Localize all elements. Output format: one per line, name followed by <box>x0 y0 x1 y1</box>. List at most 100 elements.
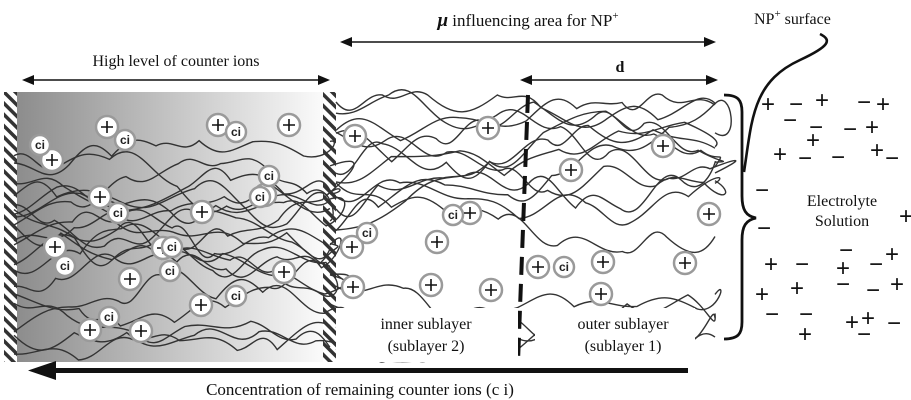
positive-charge-icon <box>475 115 501 141</box>
plus-sign-icon: + <box>890 271 904 298</box>
counter-ion-label: ci <box>60 259 70 273</box>
minus-sign-icon: − <box>798 145 812 172</box>
electrolyte-label-2: Solution <box>815 213 869 230</box>
plus-sign-icon: + <box>870 137 884 164</box>
counter-ion-icon: ci <box>158 259 182 283</box>
minus-sign-icon: − <box>857 321 871 348</box>
left-hatched-wall <box>4 92 17 362</box>
positive-charge-icon <box>588 281 614 307</box>
positive-charge-icon <box>42 234 68 260</box>
plus-sign-icon: + <box>764 251 778 278</box>
plus-sign-icon: + <box>861 305 875 332</box>
concentration-arrow <box>28 361 688 380</box>
polymer-chain <box>13 160 355 229</box>
minus-sign-icon: − <box>799 301 813 328</box>
polymer-chain <box>335 177 721 226</box>
outer-sublayer-label-1: outer sublayer <box>577 316 669 333</box>
polymer-chain <box>13 328 344 351</box>
positive-charge-icon <box>128 318 154 344</box>
positive-charge-icon <box>558 157 584 183</box>
polymer-chain <box>335 91 716 129</box>
counter-ion-icon: ci <box>28 133 52 157</box>
positive-charge-icon <box>696 201 722 227</box>
minus-sign-icon: − <box>843 116 857 143</box>
counter-ion-label: ci <box>167 240 177 254</box>
counter-ion-label: ci <box>104 310 114 324</box>
electrolyte-brace <box>723 93 757 341</box>
polymer-chain <box>13 268 345 333</box>
polymer-chain <box>13 211 331 260</box>
plus-sign-icon: + <box>773 141 787 168</box>
plus-sign-icon: + <box>865 114 879 141</box>
counter-ion-label: ci <box>231 125 241 139</box>
counter-ion-icon: ci <box>257 164 281 188</box>
minus-sign-icon: − <box>836 271 850 298</box>
counter-ion-label: ci <box>231 289 241 303</box>
polymer-chain <box>13 167 331 218</box>
plus-sign-icon: + <box>899 203 911 230</box>
d-arrow <box>520 75 718 85</box>
polymer-chain <box>13 158 334 226</box>
positive-charge-icon <box>418 272 444 298</box>
plus-sign-icon: + <box>806 127 820 154</box>
positive-charge-icon <box>650 133 676 159</box>
plus-sign-icon: + <box>761 91 775 118</box>
concentration-label: Concentration of remaining counter ions … <box>206 380 514 399</box>
positive-charge-icon <box>590 249 616 275</box>
polymer-chain <box>13 302 331 348</box>
inner-sublayer-label-2: (sublayer 2) <box>388 338 465 355</box>
sublayer-divider <box>516 94 530 363</box>
np-surface-curve <box>742 32 829 173</box>
counter-ion-label: ci <box>35 138 45 152</box>
positive-charge-icon <box>340 274 366 300</box>
minus-sign-icon: − <box>783 107 797 134</box>
polymer-chain <box>335 121 718 184</box>
minus-sign-icon: − <box>887 310 901 337</box>
polymer-chain <box>335 161 716 231</box>
positive-charge-icon <box>188 292 214 318</box>
polymer-chain <box>335 101 724 163</box>
minus-sign-icon: − <box>869 251 883 278</box>
minus-sign-icon: − <box>789 91 803 118</box>
positive-charge-icon <box>525 254 551 280</box>
high-level-arrow <box>22 75 330 85</box>
middle-hatched-boundary <box>323 92 336 362</box>
plus-sign-icon: + <box>836 255 850 282</box>
minus-sign-icon: − <box>757 215 771 242</box>
plus-sign-icon: + <box>885 241 899 268</box>
positive-charge-icon <box>339 234 365 260</box>
outer-sublayer-label-bg <box>535 308 695 362</box>
polymer-chain <box>13 209 342 278</box>
counter-ion-label: ci <box>559 260 569 274</box>
positive-charge-icon <box>478 277 504 303</box>
minus-sign-icon: − <box>765 301 779 328</box>
mu-area-label: μ influencing area for NP+ <box>436 10 618 31</box>
polymer-chain <box>13 224 344 281</box>
counter-ion-label: ci <box>448 208 458 222</box>
counter-ion-icon: ci <box>53 254 77 278</box>
inner-sublayer-label-bg <box>336 308 518 362</box>
positive-charge-icon <box>672 250 698 276</box>
plus-sign-icon: + <box>815 87 829 114</box>
counter-ion-icon: ci <box>160 235 184 259</box>
polymer-chain <box>335 131 727 197</box>
counter-ion-label: ci <box>165 264 175 278</box>
polymer-chain <box>335 93 732 142</box>
polymer-chain <box>13 209 331 259</box>
counter-ion-label: ci <box>255 190 265 204</box>
counter-ion-icon: ci <box>441 203 465 227</box>
d-label: d <box>616 59 625 76</box>
polymer-chain <box>335 110 722 179</box>
minus-sign-icon: − <box>755 177 769 204</box>
minus-sign-icon: − <box>866 277 880 304</box>
minus-sign-icon: − <box>809 114 823 141</box>
positive-charge-icon <box>39 147 65 173</box>
positive-charge-icon <box>117 266 143 292</box>
minus-sign-icon: − <box>857 89 871 116</box>
plus-sign-icon: + <box>755 281 769 308</box>
positive-charge-icon <box>87 184 113 210</box>
np-surface-label: NP+ surface <box>754 8 831 28</box>
electrolyte-label-1: Electrolyte <box>807 193 877 210</box>
